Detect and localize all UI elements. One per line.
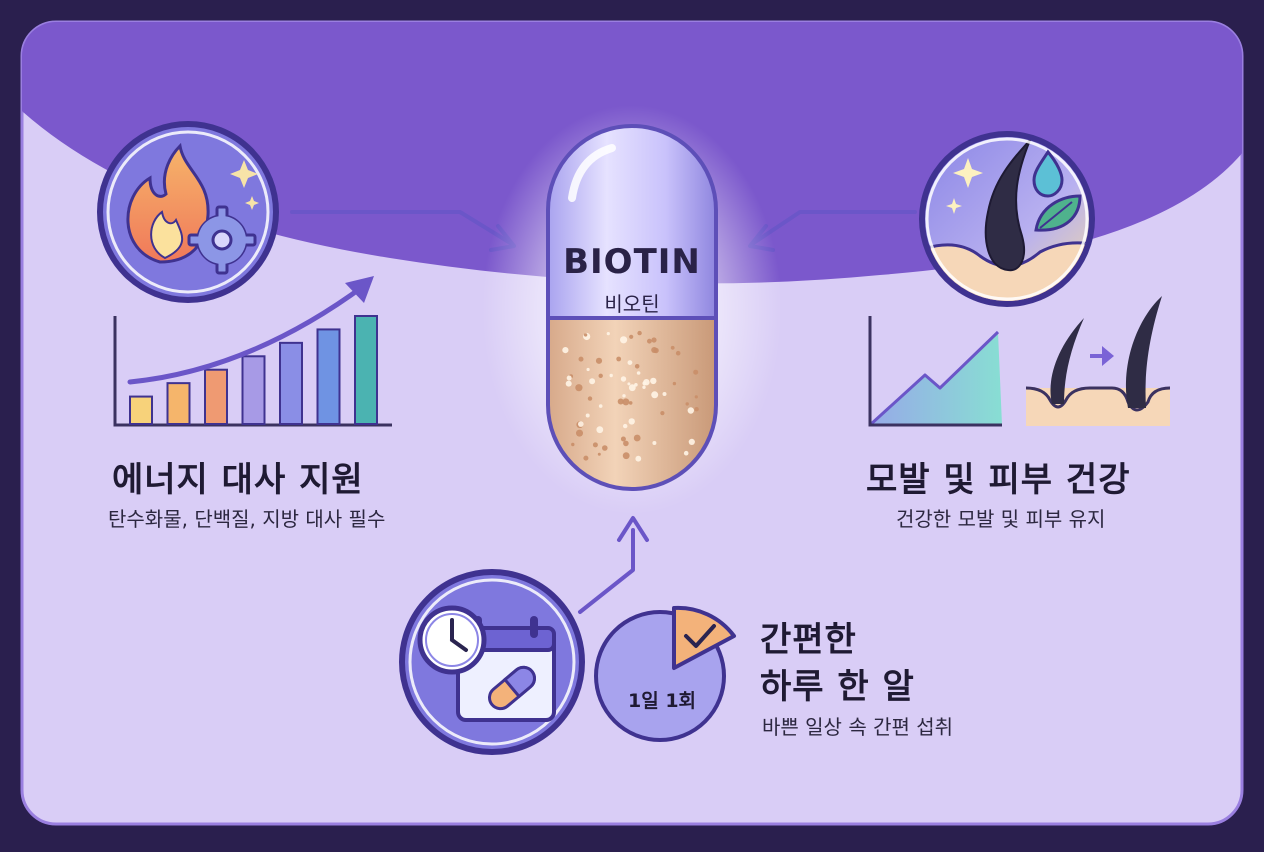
hair-growth-illustration bbox=[1025, 296, 1171, 426]
bottom-title-line2: 하루 한 알 bbox=[760, 667, 915, 707]
chart-bar bbox=[354, 315, 378, 425]
right-title: 모발 및 피부 건강 bbox=[866, 460, 1131, 500]
energy-bar-chart bbox=[113, 276, 392, 427]
left-title: 에너지 대사 지원 bbox=[112, 460, 364, 500]
checkmark-icon bbox=[684, 624, 716, 648]
chart-bar bbox=[241, 355, 266, 425]
chart-bar bbox=[129, 395, 153, 426]
chart-bar bbox=[204, 368, 228, 426]
dose-label: 1일 1회 bbox=[628, 690, 697, 712]
sparkle-icon bbox=[230, 160, 258, 188]
bottom-title-line1: 간편한 bbox=[760, 620, 857, 660]
chart-bar bbox=[279, 341, 303, 426]
pill-icon bbox=[488, 665, 536, 711]
hair-droplet-leaf-icon bbox=[919, 131, 1095, 307]
gear-icon bbox=[187, 205, 257, 275]
droplet-icon bbox=[1032, 149, 1064, 198]
flame-gear-icon bbox=[97, 121, 279, 303]
bottom-subtitle: 바쁜 일상 속 간편 섭취 bbox=[762, 715, 954, 739]
right-subtitle: 건강한 모발 및 피부 유지 bbox=[896, 507, 1106, 531]
capsule bbox=[546, 124, 718, 491]
dose-pie bbox=[594, 605, 736, 742]
arrow-bottom-to-capsule bbox=[578, 516, 649, 614]
chart-bar bbox=[316, 328, 341, 425]
arrow-right-icon bbox=[1102, 346, 1114, 366]
capsule-top bbox=[546, 124, 718, 320]
capsule-granules bbox=[562, 330, 699, 462]
trend-arrow bbox=[127, 282, 368, 385]
capsule-name: BIOTIN bbox=[563, 242, 701, 282]
capsule-name-korean: 비오틴 bbox=[604, 292, 660, 316]
clock-calendar-pill-icon bbox=[399, 569, 585, 755]
chart-bar bbox=[166, 382, 191, 425]
sparkle-icon bbox=[953, 158, 983, 188]
clock-icon bbox=[417, 605, 487, 675]
hair-health-area-chart bbox=[868, 316, 1002, 427]
left-subtitle: 탄수화물, 단백질, 지방 대사 필수 bbox=[108, 507, 386, 531]
